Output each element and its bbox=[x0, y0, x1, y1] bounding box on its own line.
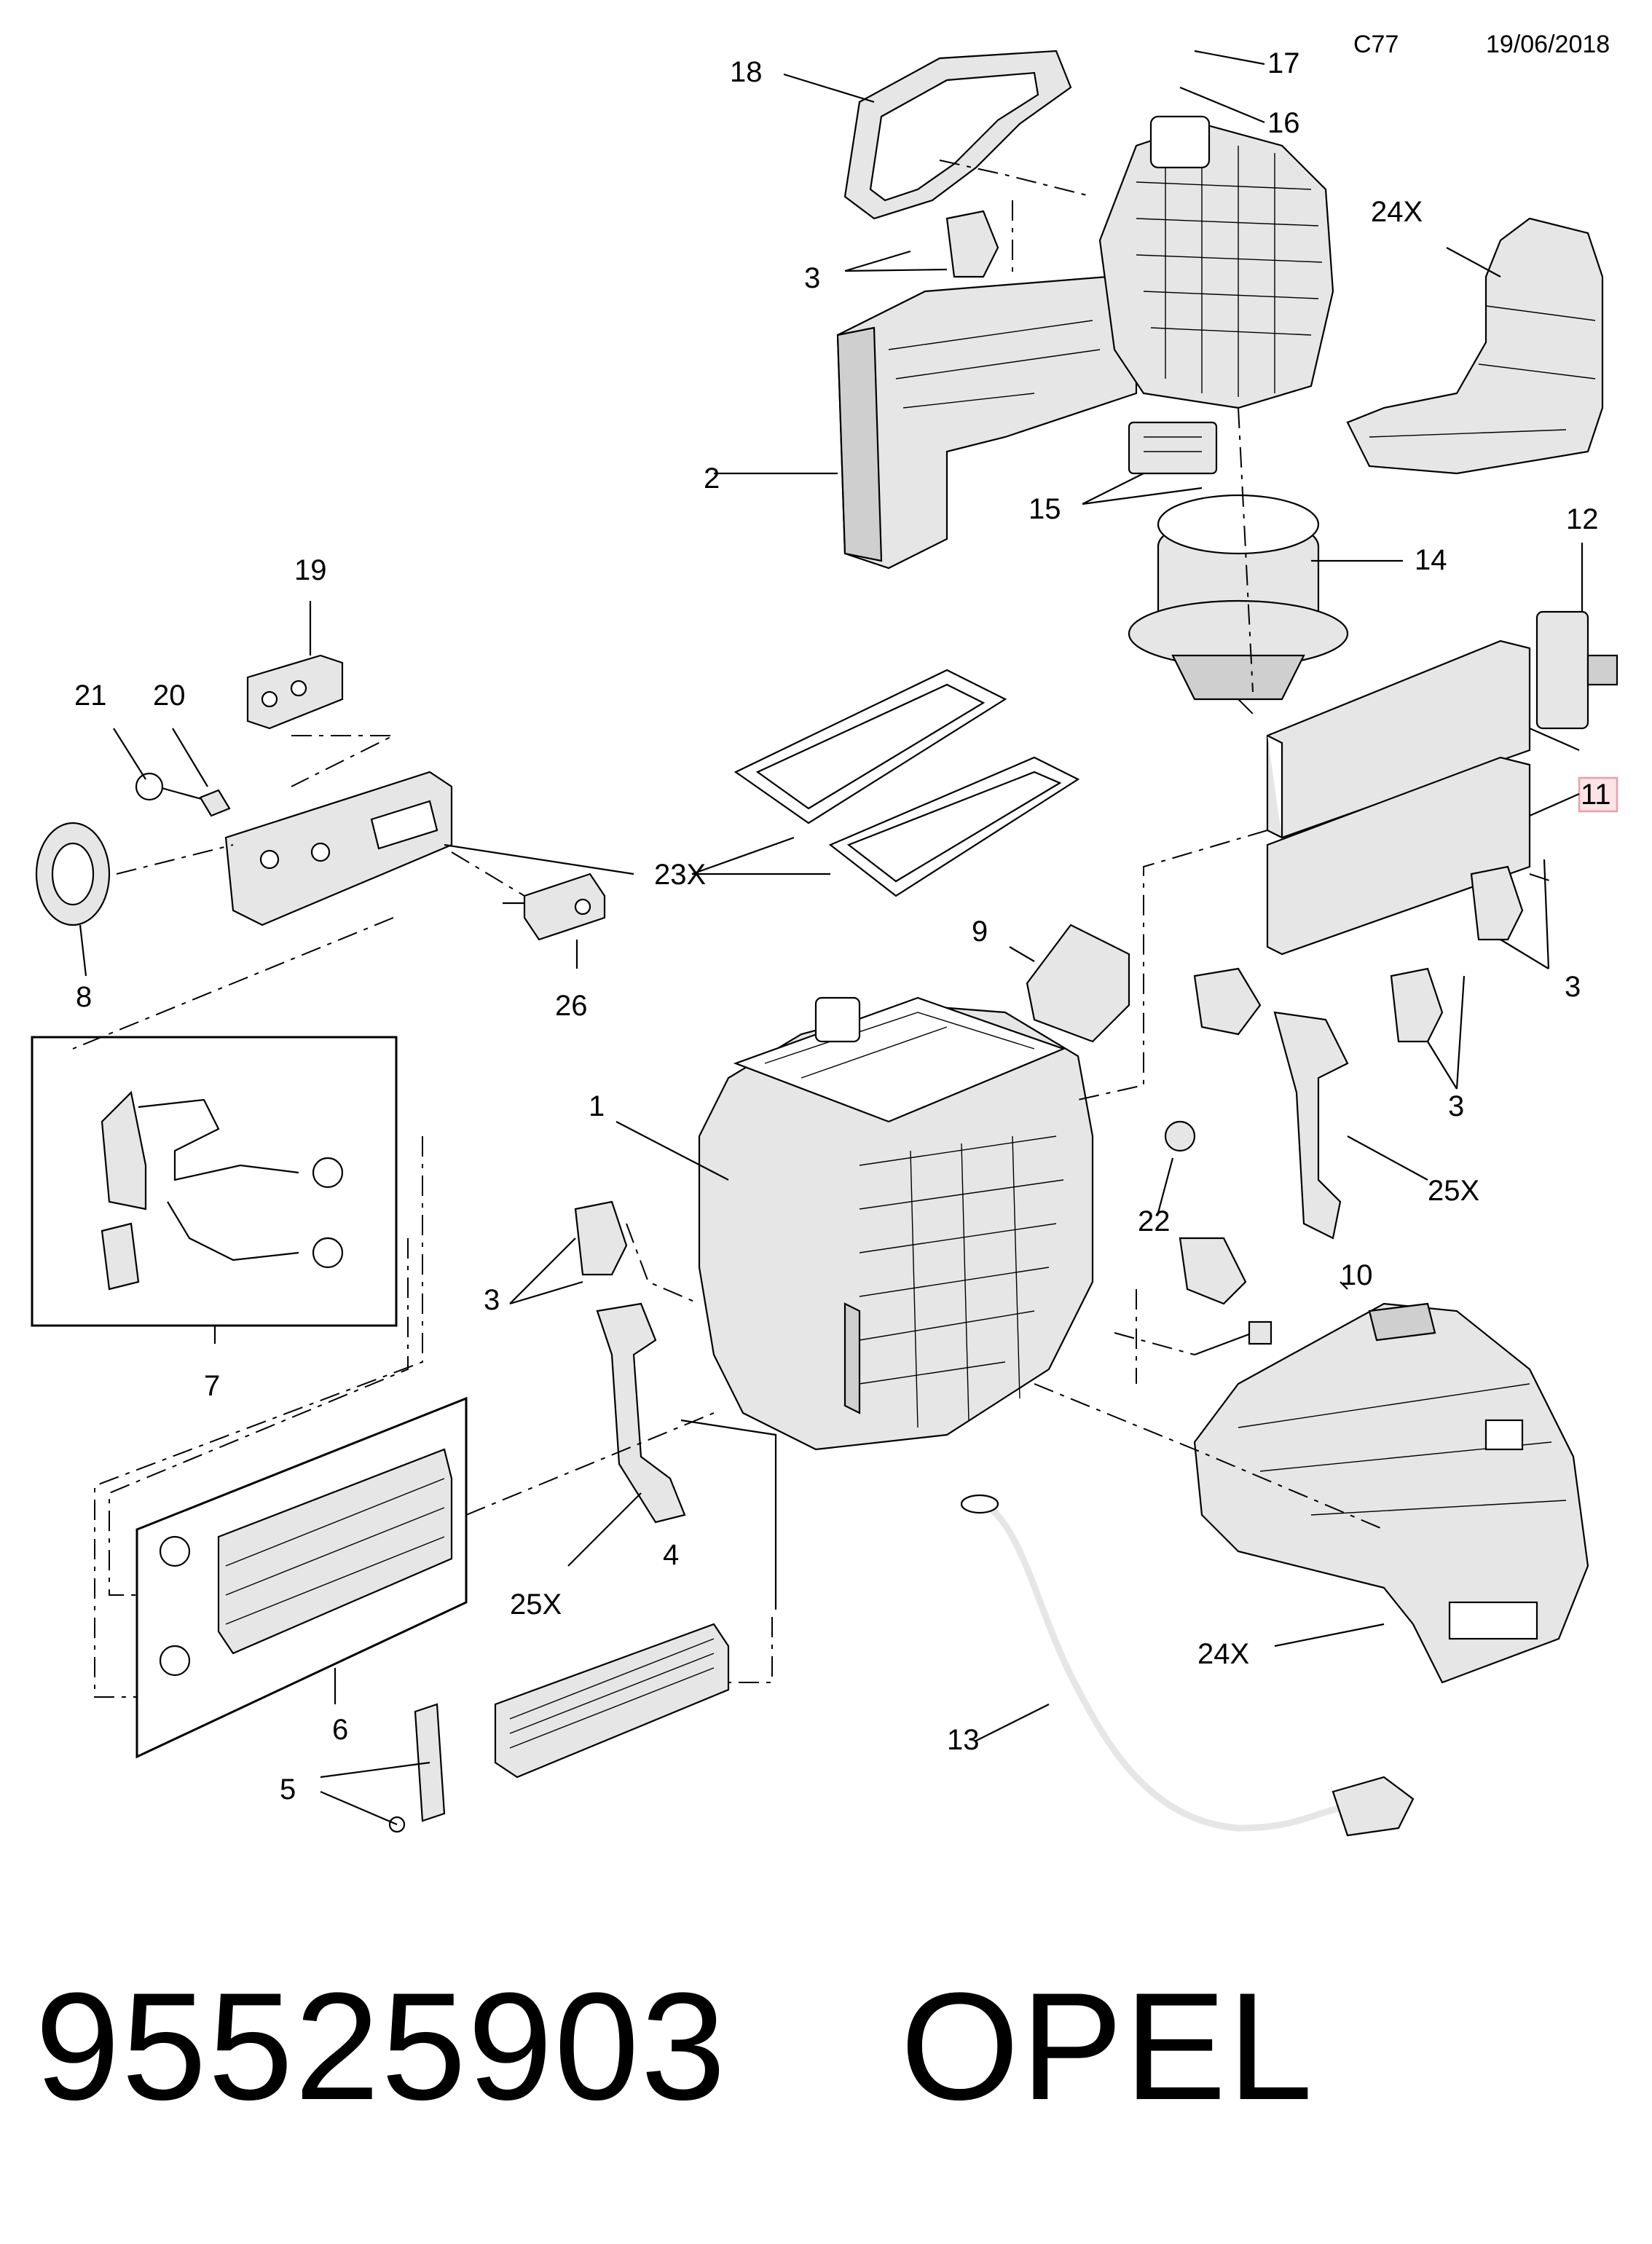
label-part-18: 18 bbox=[730, 56, 763, 88]
label-part-3-top: 3 bbox=[804, 262, 820, 294]
part-19-seal bbox=[246, 654, 344, 730]
label-part-12: 12 bbox=[1566, 503, 1599, 535]
label-part-14: 14 bbox=[1415, 544, 1447, 576]
label-part-17: 17 bbox=[1267, 47, 1300, 79]
label-part-25x-left: 25X bbox=[510, 1588, 562, 1621]
part-25x-arm-right bbox=[1179, 967, 1349, 1305]
diagram-date: 19/06/2018 bbox=[1486, 31, 1610, 58]
part-12-module bbox=[1535, 610, 1618, 730]
label-part-16: 16 bbox=[1267, 107, 1300, 139]
part-7-pipe-assembly bbox=[31, 1036, 398, 1327]
label-part-13: 13 bbox=[947, 1724, 980, 1756]
label-part-22: 22 bbox=[1138, 1205, 1171, 1237]
part-11-cabin-filters bbox=[1266, 639, 1531, 956]
connection-lines bbox=[72, 160, 1552, 1698]
evaporator-plate bbox=[224, 771, 453, 926]
part-8-grommet bbox=[35, 822, 111, 926]
part-24x-top-cover bbox=[1346, 217, 1604, 475]
label-part-20: 20 bbox=[153, 680, 186, 712]
diagram-code: C77 bbox=[1353, 31, 1399, 58]
part-18-gasket bbox=[843, 50, 1072, 220]
part-number: 95525903 bbox=[35, 1961, 728, 2132]
label-part-3-right-upper: 3 bbox=[1565, 971, 1581, 1003]
label-part-7: 7 bbox=[204, 1370, 220, 1402]
blower-housing bbox=[1098, 115, 1334, 409]
part-13-drain-hose bbox=[960, 1494, 1415, 1837]
part-6-heater-core bbox=[135, 1396, 468, 1759]
label-part-25x-right: 25X bbox=[1428, 1175, 1479, 1207]
brand-name: OPEL bbox=[900, 1961, 1315, 2132]
label-part-15: 15 bbox=[1028, 493, 1061, 525]
part-1-hvac-housing bbox=[698, 996, 1094, 1451]
part-3-actuators bbox=[574, 210, 1524, 1276]
part-26-expansion-valve bbox=[503, 873, 606, 941]
part-5-bracket bbox=[388, 1703, 446, 1833]
leader-lines bbox=[79, 50, 1584, 1826]
part-2-blower-duct bbox=[836, 275, 1138, 570]
label-part-4: 4 bbox=[663, 1539, 679, 1571]
label-part-6: 6 bbox=[332, 1714, 348, 1746]
part-4-grille bbox=[494, 1623, 730, 1779]
label-part-11: 11 bbox=[1581, 779, 1611, 811]
part-10-sensor bbox=[1194, 1320, 1273, 1356]
part-24x-bottom-shield bbox=[1193, 1302, 1589, 1684]
label-part-21: 21 bbox=[74, 680, 107, 712]
label-part-26: 26 bbox=[555, 990, 588, 1022]
part-25x-arm-left bbox=[596, 1302, 686, 1524]
part-14-blower-motor bbox=[1128, 494, 1349, 701]
label-part-10: 10 bbox=[1340, 1259, 1373, 1291]
label-part-19: 19 bbox=[294, 554, 327, 586]
label-part-1: 1 bbox=[589, 1090, 605, 1122]
part-23x-seals bbox=[733, 669, 1080, 897]
part-9-module bbox=[1026, 924, 1130, 1043]
label-part-24x-bottom: 24X bbox=[1197, 1638, 1249, 1670]
label-part-5: 5 bbox=[280, 1773, 296, 1806]
label-part-24x-top: 24X bbox=[1371, 196, 1423, 228]
label-part-8: 8 bbox=[76, 981, 92, 1013]
label-part-3-left: 3 bbox=[484, 1284, 500, 1316]
part-20-21-fasteners bbox=[135, 772, 231, 817]
label-part-2: 2 bbox=[704, 462, 720, 495]
label-part-3-right-lower: 3 bbox=[1448, 1090, 1464, 1122]
label-part-9: 9 bbox=[972, 916, 988, 948]
part-labels: 18 17 16 24X 3 2 15 14 12 11 19 21 20 23… bbox=[74, 47, 1611, 1806]
part-11-highlight-box bbox=[1578, 776, 1618, 813]
label-part-23x: 23X bbox=[654, 859, 706, 891]
part-15-resistor bbox=[1128, 421, 1218, 475]
